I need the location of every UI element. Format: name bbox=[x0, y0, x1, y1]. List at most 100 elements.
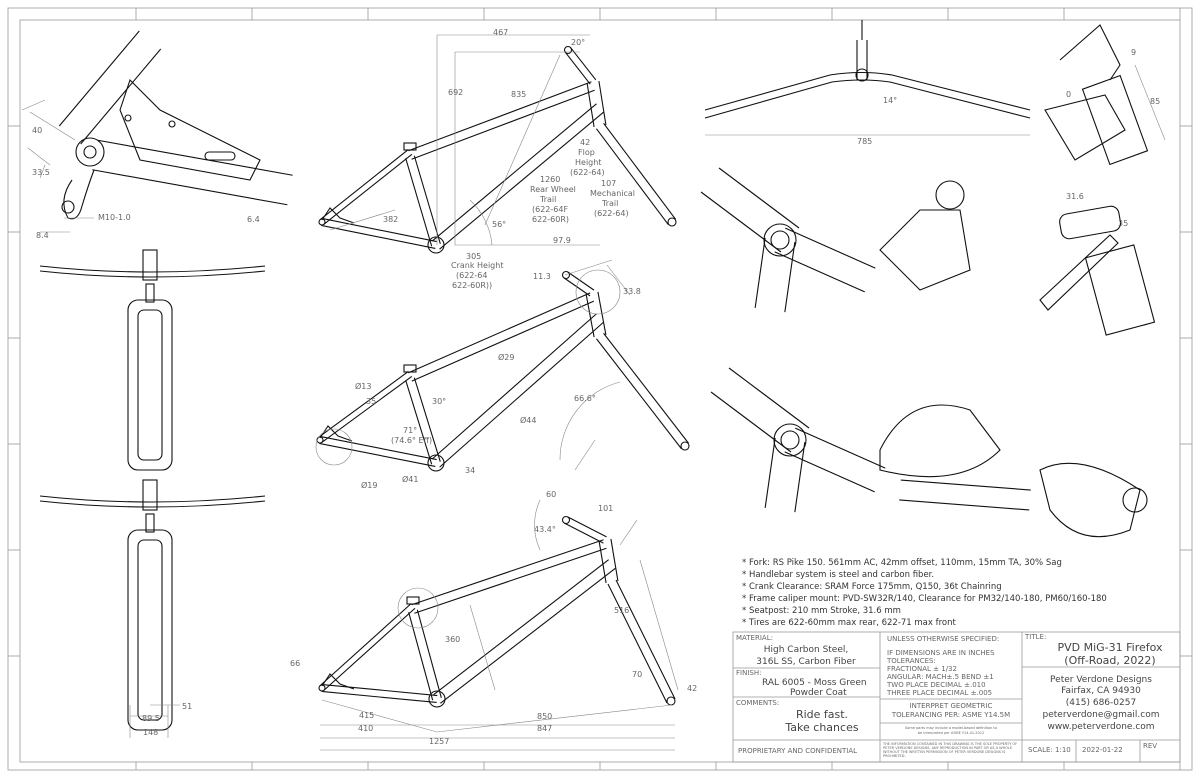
dim-label: 622-60R) bbox=[532, 215, 569, 224]
dim-label: 107 bbox=[601, 179, 616, 188]
tolerance-line: ANGULAR: MACH±.5 BEND ±1 bbox=[887, 673, 994, 681]
dim-label: 34 bbox=[465, 466, 475, 475]
interpret-line: INTERPRET GEOMETRIC bbox=[910, 702, 993, 710]
company-name: Peter Verdone Designs bbox=[1050, 675, 1152, 685]
handlebar-top bbox=[704, 71, 1031, 111]
scale-value: SCALE: 1:10 bbox=[1028, 746, 1071, 754]
title-label: TITLE: bbox=[1024, 633, 1046, 641]
dim-label: 850 bbox=[537, 712, 552, 721]
dimension-line bbox=[436, 704, 673, 733]
dimension-line bbox=[1134, 64, 1166, 141]
bolt-hole bbox=[168, 120, 176, 128]
top-tube bbox=[408, 81, 595, 160]
dim-label: 89.5 bbox=[142, 714, 160, 723]
dimension-line bbox=[39, 164, 46, 179]
dimension-line bbox=[469, 604, 496, 691]
dimension-line bbox=[564, 259, 613, 276]
hanger-hole bbox=[61, 200, 75, 214]
dim-label: 33.5 bbox=[32, 168, 50, 177]
dim-label: 85 bbox=[1150, 97, 1160, 106]
seat-post-lever bbox=[1039, 234, 1119, 311]
dim-label: (622-64) bbox=[570, 168, 605, 177]
dimension-line bbox=[606, 264, 631, 296]
material-label: MATERIAL: bbox=[736, 634, 773, 642]
dim-label: 31.6 bbox=[1066, 192, 1084, 201]
stem-top bbox=[856, 40, 868, 80]
bottom-bracket bbox=[427, 454, 445, 472]
seat-tube-top bbox=[1084, 244, 1156, 336]
dim-label: M10-1.0 bbox=[98, 213, 131, 222]
dim-label: 0 bbox=[1066, 90, 1071, 99]
dim-label: Ø29 bbox=[498, 352, 514, 362]
dropout-dimensions: 40 33.5 M10-1.0 8.4 6.4 bbox=[32, 126, 260, 240]
dim-label: 71° bbox=[403, 426, 417, 435]
headtube-top bbox=[1059, 24, 1121, 81]
stem-clamp bbox=[145, 283, 155, 303]
iso-bearing bbox=[763, 223, 797, 257]
material-value: 316L SS, Carbon Fiber bbox=[756, 657, 856, 667]
head-tube bbox=[586, 80, 607, 128]
iso-chainstay bbox=[899, 479, 1031, 511]
fork-leg bbox=[595, 122, 677, 226]
dim-label: Flop bbox=[578, 148, 595, 157]
dim-label: 692 bbox=[448, 88, 463, 97]
comments-value: Take chances bbox=[784, 721, 858, 734]
stem bbox=[563, 271, 595, 297]
brake-mount bbox=[319, 425, 353, 442]
handlebar bbox=[39, 495, 266, 503]
dim-label: (622-64 bbox=[456, 271, 487, 280]
dim-label: 66 bbox=[290, 659, 300, 668]
iso-tube bbox=[754, 237, 796, 313]
dim-label: Rear Wheel bbox=[530, 185, 576, 194]
note-line: * Fork: RS Pike 150. 561mm AC, 42mm offs… bbox=[742, 558, 1062, 568]
seat-stay bbox=[319, 149, 413, 225]
info-note: THE INFORMATION CONTAINED IN THIS DRAWIN… bbox=[882, 742, 1017, 746]
info-note: PROHIBITED. bbox=[883, 754, 906, 758]
seat-clamp bbox=[403, 364, 417, 373]
handlebar-top bbox=[704, 79, 1031, 119]
dim-label: 30° bbox=[432, 397, 446, 406]
dim-label: 148 bbox=[143, 728, 158, 737]
iso-tube bbox=[764, 437, 806, 513]
stem-cap bbox=[855, 68, 869, 82]
detail-circle bbox=[397, 587, 439, 629]
finish-value: RAL 6005 - Moss Green bbox=[762, 678, 867, 688]
dim-label: 382 bbox=[383, 215, 398, 224]
seat-clamp bbox=[406, 596, 420, 605]
company-email: peterverdone@gmail.com bbox=[1043, 710, 1160, 720]
rear-axle bbox=[318, 218, 326, 226]
dim-label: Ø13 bbox=[355, 381, 371, 391]
dimension-line bbox=[484, 54, 561, 226]
angle-arc bbox=[469, 199, 493, 246]
dim-label: 11.3 bbox=[533, 272, 551, 281]
dim-label: 51 bbox=[182, 702, 192, 711]
company-website: www.peterverdone.com bbox=[1047, 722, 1154, 732]
dim-label: Trail bbox=[601, 199, 618, 208]
dim-label: 42 bbox=[687, 684, 697, 693]
info-note: PETER VERDONE DESIGNS. ANY REPRODUCTION … bbox=[883, 746, 1012, 750]
dim-label: 33.8 bbox=[623, 287, 641, 296]
fork-crown-legs bbox=[127, 529, 173, 731]
iso-bearing-inner bbox=[780, 430, 800, 450]
drawing-title: PVD MiG-31 Firefox bbox=[1057, 641, 1163, 654]
rear-axle bbox=[316, 436, 324, 444]
finish-label: FINISH: bbox=[736, 669, 761, 677]
dim-label: 20° bbox=[571, 38, 585, 47]
iso-brake-bridge bbox=[1039, 462, 1141, 538]
handlebar bbox=[39, 500, 266, 508]
dim-label: 35 bbox=[1118, 219, 1128, 228]
detail-dimensions: 785 14° 9 85 0 31.6 35 bbox=[857, 48, 1160, 228]
dimension-line bbox=[21, 99, 46, 111]
dimension-line bbox=[619, 519, 638, 546]
finish-value: Powder Coat bbox=[790, 688, 847, 698]
top-tube bbox=[411, 539, 607, 614]
derailleur-hanger bbox=[63, 169, 95, 220]
date-value: 2022-01-22 bbox=[1082, 746, 1123, 754]
brake-mount-plate bbox=[119, 78, 261, 181]
iso-steerer bbox=[935, 180, 965, 210]
iso-dropout bbox=[879, 404, 1001, 478]
rev-label: REV bbox=[1143, 742, 1157, 750]
side-view-1-dimensions: 467 692 835 20° 382 56° 305 Crank Height… bbox=[383, 28, 635, 290]
handlebar bbox=[39, 265, 266, 273]
angle-arc bbox=[534, 499, 541, 551]
